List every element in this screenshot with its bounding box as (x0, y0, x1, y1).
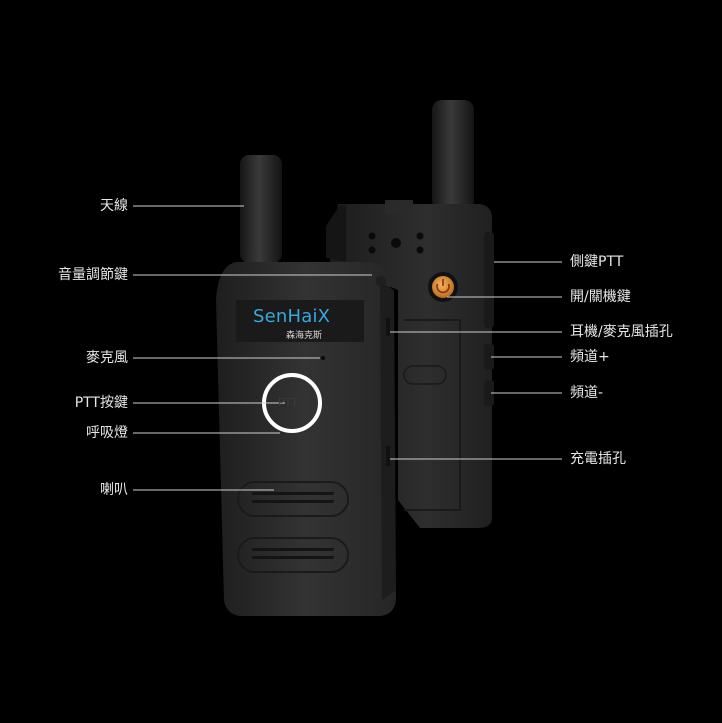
leader-lines (133, 205, 562, 491)
label-speaker: 喇叭 (100, 482, 128, 498)
front-antenna (240, 155, 282, 263)
label-microphone: 麥克風 (86, 350, 128, 366)
label-volume: 音量調節鍵 (58, 267, 128, 283)
brand-logo: SenHaiX (253, 306, 331, 327)
side-ptt-key (484, 232, 494, 328)
channel-up-key (484, 344, 494, 370)
label-power: 開/關機鍵 (570, 289, 631, 305)
label-channel-up: 頻道+ (570, 349, 610, 365)
front-body (216, 262, 396, 616)
brand-subtitle: 森海克斯 (286, 331, 323, 341)
speaker-grill-upper (237, 481, 349, 517)
back-antenna (432, 100, 474, 210)
label-breathing-light: 呼吸燈 (86, 425, 128, 441)
radio-front (216, 155, 396, 616)
label-ptt: PTT按鍵 (74, 395, 128, 411)
channel-down-key (484, 380, 494, 406)
label-side-ptt: 側鍵PTT (570, 254, 624, 270)
label-earphone-jack: 耳機/麥克風插孔 (570, 324, 673, 340)
front-display (236, 300, 364, 342)
power-button (432, 276, 454, 298)
radio-back (326, 100, 494, 528)
power-icon (436, 283, 450, 294)
volume-knob (376, 276, 386, 286)
microphone-hole (321, 356, 325, 360)
label-channel-down: 頻道- (570, 385, 604, 401)
label-antenna: 天線 (100, 198, 128, 214)
label-charging-port: 充電插孔 (570, 451, 626, 467)
ptt-mark: PTT (278, 396, 298, 409)
speaker-grill-lower (237, 537, 349, 573)
